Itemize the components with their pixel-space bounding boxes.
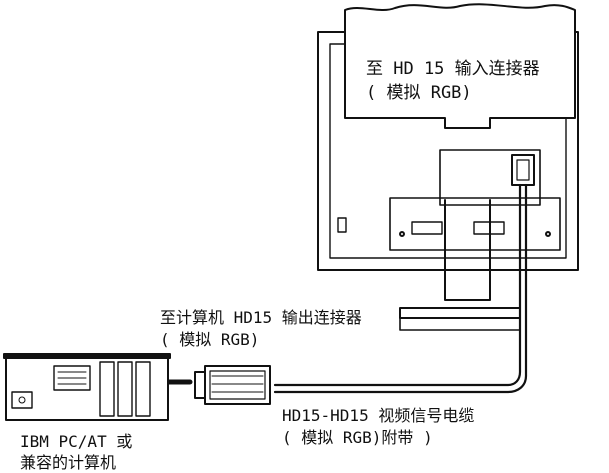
monitor-input-label: 至 HD 15 输入连接器 [366,59,540,79]
stand-mount-plate [389,197,561,251]
computer-slot-3 [135,361,151,417]
cable-label: HD15-HD15 视频信号电缆 [282,406,475,425]
computer-tower [5,357,169,421]
cable-sublabel: ( 模拟 RGB)附带 ) [282,428,433,447]
monitor-top-cover [344,3,576,129]
stand-base-shadow [399,317,521,331]
computer-port [53,365,91,391]
cable-vertical [273,183,522,387]
mount-slot-right [473,221,505,235]
stand-base [399,307,521,319]
side-knob [337,217,347,233]
cable-hd15-plug [204,365,271,405]
mount-slot-left [411,221,443,235]
mount-screw-1 [399,231,405,237]
computer-slot-1 [99,361,115,417]
monitor-input-sublabel: ( 模拟 RGB) [366,83,472,103]
computer-label: IBM PC/AT 或 [20,432,133,451]
computer-slot-2 [117,361,133,417]
mount-screw-2 [545,231,551,237]
computer-sublabel: 兼容的计算机 [20,453,117,472]
connector-recess [439,149,541,206]
computer-power-socket [11,391,33,409]
computer-output-label: 至计算机 HD15 输出连接器 [160,308,362,327]
computer-output-sublabel: ( 模拟 RGB) [160,330,260,349]
